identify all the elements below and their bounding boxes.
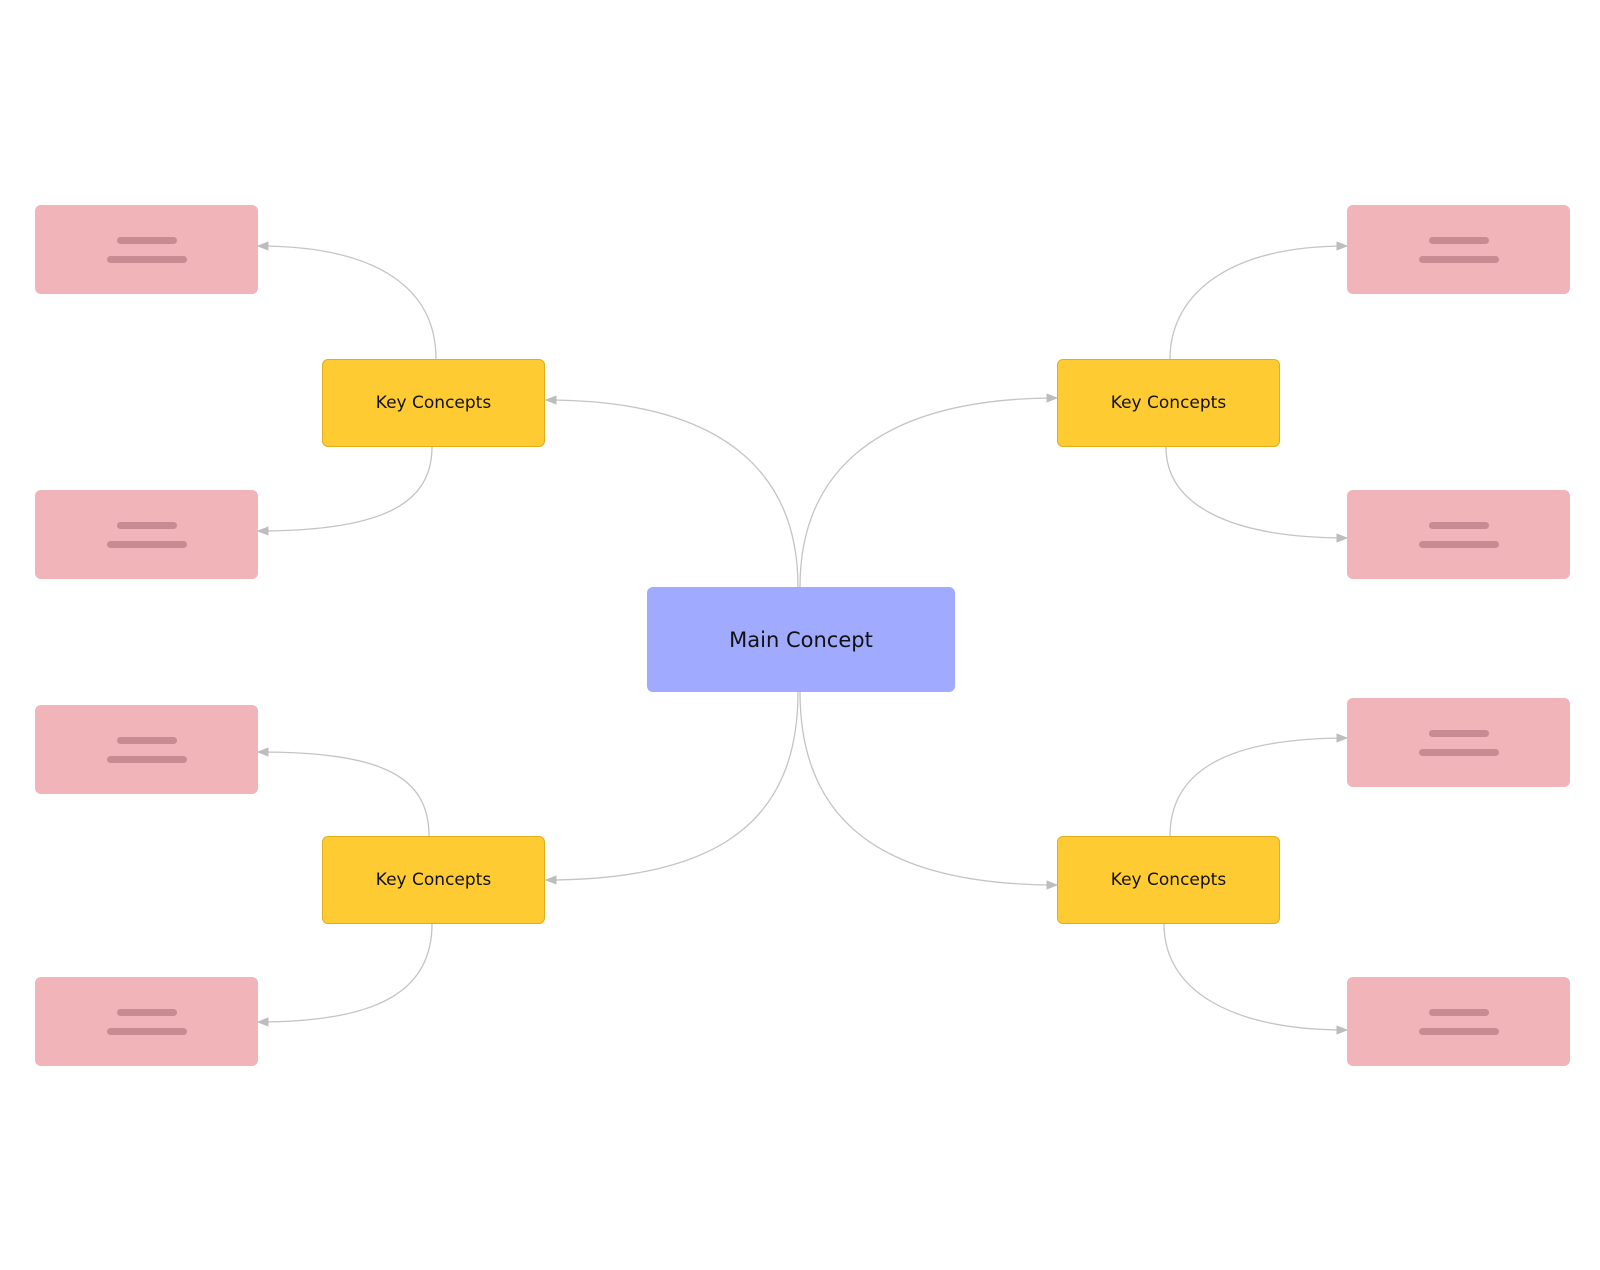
placeholder-line: [116, 1008, 177, 1016]
connector-key-tl-to-leaf-2: [256, 446, 433, 536]
main-concept-label: Main Concept: [729, 627, 873, 652]
placeholder-line: [1428, 729, 1489, 737]
main-concept-node[interactable]: Main Concept: [647, 587, 955, 692]
leaf-node-top-right-2[interactable]: [1347, 490, 1570, 579]
placeholder-line: [1418, 255, 1499, 263]
placeholder-line: [116, 236, 177, 244]
leaf-node-bottom-left-2[interactable]: [35, 977, 258, 1066]
leaf-node-top-left-1[interactable]: [35, 205, 258, 294]
placeholder-line: [1428, 236, 1489, 244]
key-concepts-label: Key Concepts: [375, 870, 492, 890]
key-concepts-node-bottom-right[interactable]: Key Concepts: [1057, 836, 1280, 924]
key-concepts-node-top-left[interactable]: Key Concepts: [322, 359, 545, 447]
key-concepts-node-bottom-left[interactable]: Key Concepts: [322, 836, 545, 924]
key-concepts-label: Key Concepts: [1110, 870, 1227, 890]
connector-key-tr-to-leaf-2: [1165, 446, 1349, 543]
placeholder-line: [106, 255, 187, 263]
connector-main-to-key-tl: [544, 395, 799, 588]
placeholder-line: [1428, 1008, 1489, 1016]
connector-main-to-key-br: [799, 691, 1059, 890]
placeholder-line: [106, 1027, 187, 1035]
leaf-node-top-left-2[interactable]: [35, 490, 258, 579]
connector-key-bl-to-leaf-2: [256, 923, 433, 1027]
placeholder-line: [106, 540, 187, 548]
leaf-node-top-right-1[interactable]: [1347, 205, 1570, 294]
connector-main-to-key-tr: [799, 393, 1059, 588]
placeholder-line: [116, 736, 177, 744]
connector-main-to-key-bl: [544, 691, 799, 885]
connector-key-br-to-leaf-2: [1163, 923, 1349, 1035]
connector-key-br-to-leaf-1: [1169, 733, 1349, 837]
placeholder-line: [1418, 540, 1499, 548]
key-concepts-node-top-right[interactable]: Key Concepts: [1057, 359, 1280, 447]
placeholder-line: [1418, 1027, 1499, 1035]
leaf-node-bottom-right-2[interactable]: [1347, 977, 1570, 1066]
placeholder-line: [1418, 748, 1499, 756]
leaf-node-bottom-right-1[interactable]: [1347, 698, 1570, 787]
placeholder-line: [106, 755, 187, 763]
connector-key-tr-to-leaf-1: [1169, 241, 1349, 360]
connector-key-tl-to-leaf-1: [256, 241, 437, 360]
placeholder-line: [116, 521, 177, 529]
leaf-node-bottom-left-1[interactable]: [35, 705, 258, 794]
connector-key-bl-to-leaf-1: [256, 747, 430, 837]
placeholder-line: [1428, 521, 1489, 529]
key-concepts-label: Key Concepts: [375, 393, 492, 413]
key-concepts-label: Key Concepts: [1110, 393, 1227, 413]
